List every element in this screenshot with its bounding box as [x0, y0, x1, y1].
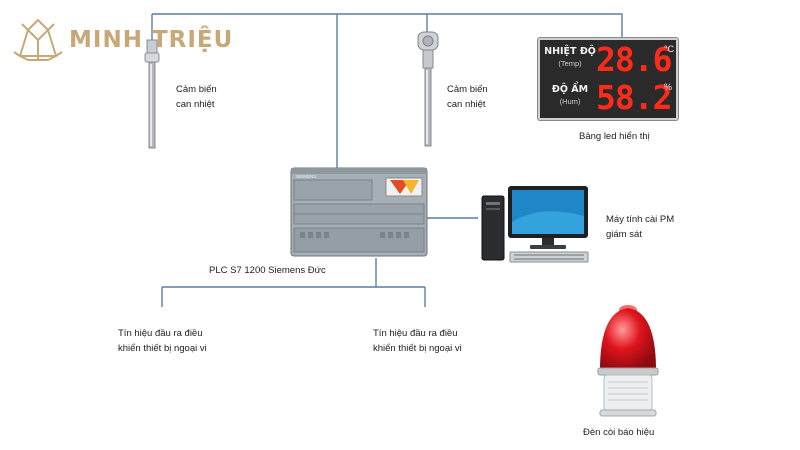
led-row-value: 28.6 — [596, 40, 672, 79]
crystal-icon — [13, 19, 63, 61]
led-board-caption: Bảng led hiển thị — [579, 131, 650, 142]
output-signal-label-1: Tín hiệu đầu ra điều khiển thiết bị ngoạ… — [118, 328, 207, 354]
led-row-humidity: ĐỘ ẨM (Hum) 58.2 % — [540, 78, 676, 117]
led-row-temperature: NHIỆT ĐỘ (Temp) 28.6 °C — [540, 40, 676, 79]
plc-brand-text: SIEMENS — [296, 174, 316, 179]
led-row-name: NHIỆT ĐỘ — [544, 46, 596, 57]
plc-controller: SIEMENS — [290, 167, 428, 257]
alarm-caption: Đèn còi báo hiệu — [583, 427, 655, 438]
led-row-sub: (Hum) — [559, 97, 581, 106]
brand-logo — [10, 16, 66, 64]
alarm-siren-icon — [597, 305, 659, 417]
thermocouple-sensor-2 — [417, 31, 439, 147]
computer-label: Máy tính cài PM giám sát — [606, 214, 675, 240]
led-row-unit: °C — [664, 44, 675, 54]
thermocouple-sensor-1 — [144, 39, 160, 149]
led-display-board: NHIỆT ĐỘ (Temp) 28.6 °C ĐỘ ẨM (Hum) 58.2… — [538, 38, 678, 120]
led-row-unit: % — [664, 82, 673, 92]
monitoring-computer — [481, 186, 589, 263]
sensor-1-label: Cảm biến can nhiệt — [176, 84, 217, 110]
led-row-value: 58.2 — [596, 78, 672, 117]
led-row-name: ĐỘ ẨM — [551, 84, 589, 95]
plc-caption: PLC S7 1200 Siemens Đức — [209, 265, 326, 276]
led-row-sub: (Temp) — [558, 59, 582, 68]
output-signal-label-2: Tín hiệu đầu ra điều khiển thiết bị ngoạ… — [373, 328, 462, 354]
sensor-2-label: Cảm biến can nhiệt — [447, 84, 488, 110]
